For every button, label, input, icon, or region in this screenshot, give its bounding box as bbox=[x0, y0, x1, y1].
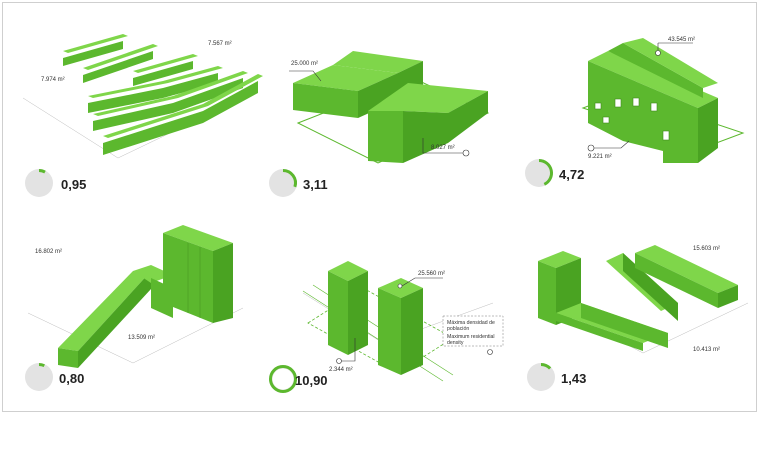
density-gauge bbox=[25, 363, 53, 391]
building-massing-5 bbox=[328, 261, 423, 375]
area-label: 43.545 m² bbox=[668, 37, 695, 43]
note-line: Máxima densidad de bbox=[447, 320, 495, 326]
note-line: población bbox=[447, 326, 469, 332]
diagram-frame: .top{fill:#7fd64a;} .fl{fill:#5cb82e;} .… bbox=[2, 2, 757, 412]
area-label: 7.974 m² bbox=[41, 77, 65, 83]
area-label: 7.567 m² bbox=[208, 41, 232, 47]
area-label: 25.000 m² bbox=[291, 61, 318, 67]
panel-6: 15.603 m² 10.413 m² 1,43 bbox=[527, 245, 749, 391]
density-diagrams: .top{fill:#7fd64a;} .fl{fill:#5cb82e;} .… bbox=[22, 34, 749, 393]
building-massing-1 bbox=[63, 34, 263, 155]
panel-5: 25.560 m² 2.344 m² Máxima densidad de po… bbox=[269, 261, 504, 393]
density-value: 0,80 bbox=[59, 371, 84, 386]
building-massing-4 bbox=[58, 225, 233, 368]
gauge-background bbox=[527, 363, 555, 391]
area-label: 10.413 m² bbox=[693, 347, 720, 353]
area-label: 13.509 m² bbox=[128, 335, 155, 341]
density-value: 3,11 bbox=[303, 177, 328, 192]
density-value: 4,72 bbox=[559, 167, 584, 182]
area-label: 8.027 m² bbox=[431, 145, 455, 151]
density-gauge bbox=[527, 363, 555, 391]
gauge-arc bbox=[38, 363, 45, 368]
gauge-background bbox=[25, 169, 53, 197]
area-label: 15.603 m² bbox=[693, 246, 720, 252]
area-label: 2.344 m² bbox=[329, 367, 353, 373]
building-massing-2 bbox=[293, 51, 488, 163]
gauge-background bbox=[525, 159, 553, 187]
gauge-arc bbox=[538, 159, 553, 186]
density-gauge bbox=[525, 159, 553, 187]
density-gauge bbox=[269, 365, 297, 393]
panel-2: 25.000 m² 8.027 m² 3,11 bbox=[269, 51, 490, 197]
area-label: 9.221 m² bbox=[588, 154, 612, 160]
note-box bbox=[442, 315, 504, 347]
gauge-background bbox=[25, 363, 53, 391]
area-label: 25.560 m² bbox=[418, 271, 445, 277]
panel-3: 43.545 m² 9.221 m² 4,72 bbox=[525, 37, 745, 187]
note-line: Maximum residential bbox=[447, 334, 495, 340]
gauge-arc bbox=[38, 169, 46, 174]
area-label: 16.802 m² bbox=[35, 249, 62, 255]
building-massing-3 bbox=[588, 38, 718, 163]
density-value: 0,95 bbox=[61, 177, 86, 192]
panel-1: 7.567 m² 7.974 m² 0,95 bbox=[22, 34, 263, 197]
gauge-background bbox=[269, 169, 297, 197]
density-value: 10,90 bbox=[295, 373, 328, 388]
gauge-arc bbox=[269, 365, 297, 393]
gauge-arc bbox=[282, 169, 297, 188]
panel-4: 16.802 m² 13.509 m² 0,80 bbox=[25, 225, 244, 391]
building-massing-6 bbox=[538, 245, 738, 351]
density-gauge bbox=[269, 169, 297, 197]
density-value: 1,43 bbox=[561, 371, 586, 386]
gauge-center bbox=[272, 368, 294, 390]
density-gauge bbox=[25, 169, 53, 197]
gauge-arc bbox=[540, 363, 552, 370]
note-line: density bbox=[447, 340, 464, 346]
